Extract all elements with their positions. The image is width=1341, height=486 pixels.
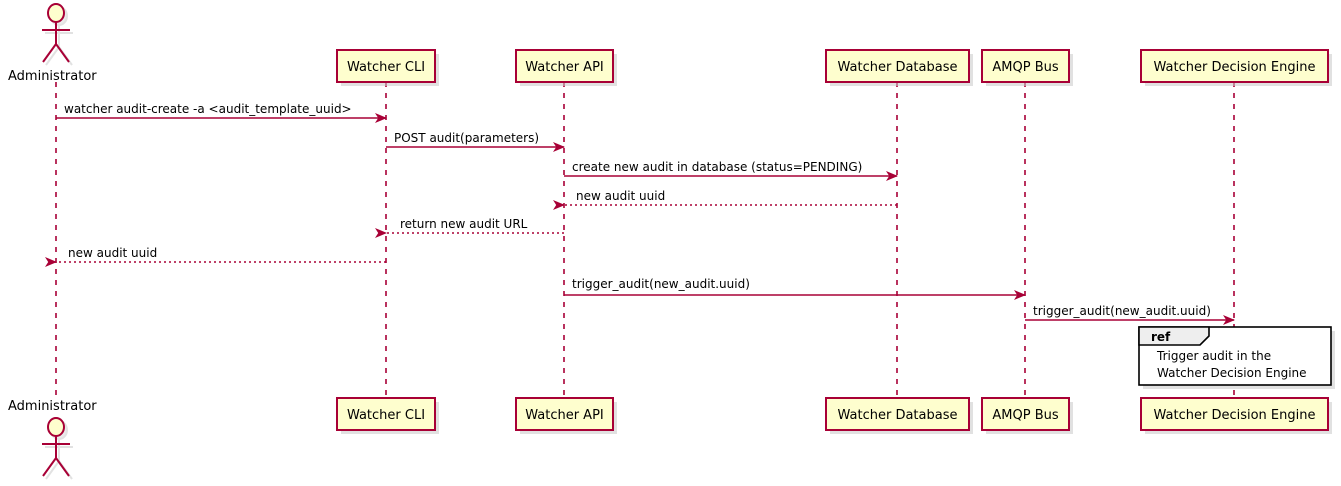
participant-label-db: Watcher Database bbox=[838, 408, 958, 423]
participant-label-cli: Watcher CLI bbox=[347, 408, 425, 423]
actor-label-admin: Administrator bbox=[8, 69, 97, 84]
lifelines-layer bbox=[55, 82, 1235, 398]
participant-box-db[interactable]: Watcher Database bbox=[825, 397, 970, 431]
ref-body-line: Trigger audit in the bbox=[1156, 349, 1271, 363]
participant-label-cli: Watcher CLI bbox=[347, 60, 425, 75]
message-label: trigger_audit(new_audit.uuid) bbox=[572, 277, 750, 291]
participant-label-db: Watcher Database bbox=[838, 60, 958, 75]
participant-box-db[interactable]: Watcher Database bbox=[825, 49, 970, 83]
participant-label-api: Watcher API bbox=[525, 408, 604, 423]
message-2: POST audit(parameters) bbox=[386, 131, 565, 152]
participant-box-wde[interactable]: Watcher Decision Engine bbox=[1140, 397, 1329, 431]
messages-layer: watcher audit-create -a <audit_template_… bbox=[45, 102, 1235, 325]
message-8: trigger_audit(new_audit.uuid) bbox=[1025, 304, 1235, 325]
participant-box-amqp[interactable]: AMQP Bus bbox=[981, 49, 1070, 83]
actor-admin: Administrator bbox=[8, 399, 97, 480]
ref-tab bbox=[1138, 326, 1210, 346]
actor-label-admin: Administrator bbox=[8, 399, 97, 414]
participant-label-amqp: AMQP Bus bbox=[992, 408, 1058, 423]
message-label: trigger_audit(new_audit.uuid) bbox=[1033, 304, 1211, 318]
message-4: new audit uuid bbox=[553, 189, 897, 210]
message-label: new audit uuid bbox=[576, 189, 665, 203]
message-label: watcher audit-create -a <audit_template_… bbox=[64, 102, 352, 116]
participant-label-wde: Watcher Decision Engine bbox=[1154, 60, 1316, 75]
ref-tab-label: ref bbox=[1151, 330, 1171, 344]
participant-box-api[interactable]: Watcher API bbox=[515, 397, 614, 431]
participant-box-amqp[interactable]: AMQP Bus bbox=[981, 397, 1070, 431]
message-1: watcher audit-create -a <audit_template_… bbox=[56, 102, 387, 123]
message-7: trigger_audit(new_audit.uuid) bbox=[564, 277, 1026, 300]
participant-label-api: Watcher API bbox=[525, 60, 604, 75]
actor-admin: Administrator bbox=[8, 3, 97, 84]
message-label: new audit uuid bbox=[68, 246, 157, 260]
participant-label-wde: Watcher Decision Engine bbox=[1154, 408, 1316, 423]
message-label: create new audit in database (status=PEN… bbox=[572, 160, 862, 174]
message-6: new audit uuid bbox=[45, 246, 386, 267]
message-3: create new audit in database (status=PEN… bbox=[564, 160, 898, 181]
participant-box-cli[interactable]: Watcher CLI bbox=[336, 397, 436, 431]
participant-label-amqp: AMQP Bus bbox=[992, 60, 1058, 75]
participant-box-cli[interactable]: Watcher CLI bbox=[336, 49, 436, 83]
participant-boxes-layer: Watcher CLI Watcher CLI Watcher API Watcher… bbox=[336, 49, 1329, 431]
message-5: return new audit URL bbox=[375, 217, 564, 238]
participant-box-api[interactable]: Watcher API bbox=[515, 49, 614, 83]
message-label: POST audit(parameters) bbox=[394, 131, 539, 145]
message-label: return new audit URL bbox=[400, 217, 528, 231]
ref-body-line: Watcher Decision Engine bbox=[1157, 366, 1307, 380]
participant-box-wde[interactable]: Watcher Decision Engine bbox=[1140, 49, 1329, 83]
